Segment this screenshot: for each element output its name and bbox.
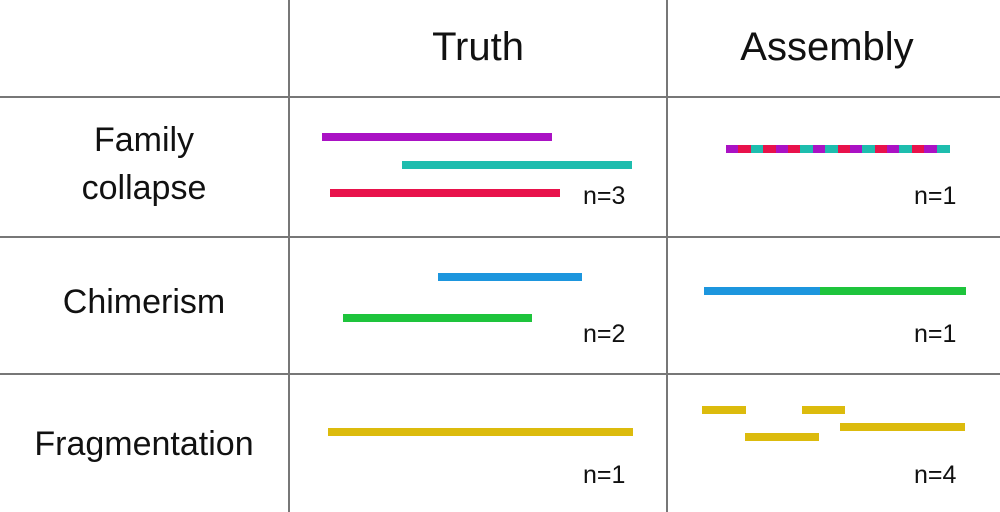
row-label-family-collapse: Family collapse bbox=[0, 116, 288, 212]
collapsed-segment-piece bbox=[924, 145, 938, 153]
collapsed-segment-piece bbox=[825, 145, 839, 153]
collapsed-segment-piece bbox=[775, 145, 790, 153]
green-segment bbox=[820, 287, 966, 295]
green-segment bbox=[343, 314, 532, 322]
column-header-assembly: Assembly bbox=[740, 25, 914, 69]
collapsed-segment-piece bbox=[936, 145, 951, 153]
purple-segment bbox=[322, 133, 552, 141]
yellow-fragment bbox=[745, 433, 819, 441]
blue-segment bbox=[438, 273, 582, 281]
collapsed-segment-piece bbox=[887, 145, 901, 153]
red-segment bbox=[330, 189, 560, 197]
grid-divider bbox=[0, 96, 1000, 98]
yellow-fragment bbox=[802, 406, 845, 414]
assembly-count: n=1 bbox=[914, 182, 957, 210]
yellow-fragment bbox=[840, 423, 965, 431]
collapsed-segment-piece bbox=[899, 145, 913, 153]
row-label-fragmentation: Fragmentation bbox=[34, 425, 254, 463]
collapsed-segment-piece bbox=[738, 145, 752, 153]
collapsed-segment-piece bbox=[862, 145, 876, 153]
row-label-chimerism: Chimerism bbox=[62, 283, 226, 321]
collapsed-segment-piece bbox=[837, 145, 851, 153]
blue-segment bbox=[704, 287, 820, 295]
collapsed-segment-piece bbox=[849, 145, 864, 153]
grid-divider bbox=[288, 0, 290, 512]
grid-divider bbox=[666, 0, 668, 512]
assembly-count: n=1 bbox=[914, 320, 957, 348]
yellow-fragment bbox=[702, 406, 746, 414]
collapsed-segment-piece bbox=[750, 145, 765, 153]
collapsed-segment-piece bbox=[911, 145, 926, 153]
collapsed-segment-piece bbox=[800, 145, 814, 153]
teal-segment bbox=[402, 161, 632, 169]
assembly-count: n=4 bbox=[914, 461, 957, 489]
row-label-line: collapse bbox=[81, 169, 207, 207]
grid-divider bbox=[0, 236, 1000, 238]
collapsed-segment-piece bbox=[787, 145, 802, 153]
truth-count: n=1 bbox=[583, 461, 626, 489]
truth-count: n=2 bbox=[583, 320, 626, 348]
collapsed-segment-piece bbox=[726, 145, 740, 153]
truth-count: n=3 bbox=[583, 182, 626, 210]
row-label-line: Family bbox=[93, 121, 195, 159]
grid-divider bbox=[0, 373, 1000, 375]
collapsed-segment-piece bbox=[874, 145, 889, 153]
yellow-segment bbox=[328, 428, 633, 436]
collapsed-segment-piece bbox=[763, 145, 777, 153]
collapsed-segment-piece bbox=[812, 145, 827, 153]
column-header-truth: Truth bbox=[432, 25, 524, 69]
